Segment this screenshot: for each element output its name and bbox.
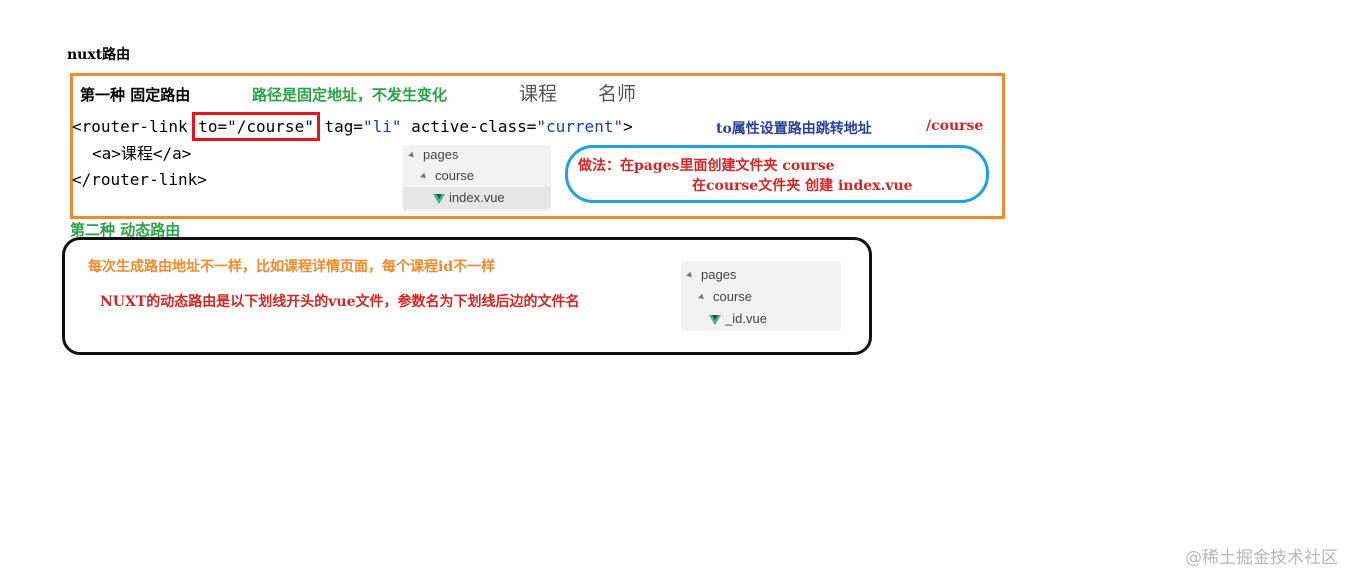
- watermark: @稀土掘金技术社区: [1185, 548, 1338, 568]
- vue-file-icon: [433, 193, 445, 204]
- section1-title: 第一种 固定路由: [80, 86, 191, 104]
- section1-note: 路径是固定地址，不发生变化: [252, 86, 448, 104]
- code-close-bracket: >: [623, 117, 633, 136]
- expand-triangle-icon: [686, 271, 694, 280]
- expand-triangle-icon: [698, 293, 706, 302]
- section2-frame: [62, 237, 872, 355]
- expand-triangle-icon: [408, 151, 416, 160]
- tree-item-index-vue[interactable]: index.vue: [403, 187, 551, 209]
- howto-line-1: 做法：在pages里面创建文件夹 course: [578, 158, 835, 174]
- section2-line-1: 每次生成路由地址不一样，比如课程详情页面，每个课程id不一样: [88, 259, 496, 275]
- code-active-class-value: "current": [536, 117, 624, 136]
- tree-item-pages[interactable]: pages: [408, 147, 458, 162]
- code-open-tag: <router-link: [72, 117, 198, 136]
- section2-line-2: NUXT的动态路由是以下划线开头的vue文件，参数名为下划线后边的文件名: [100, 294, 580, 310]
- code-active-class-name: active-class=: [401, 117, 537, 136]
- to-path-note: /course: [926, 118, 984, 134]
- section2-title: 第二种 动态路由: [70, 221, 181, 239]
- vue-file-icon: [709, 314, 721, 325]
- code-tag-attr-name: tag=: [314, 117, 363, 136]
- tree-item-pages[interactable]: pages: [686, 267, 736, 282]
- page-title: nuxt路由: [67, 47, 131, 63]
- howto-line-2: 在course文件夹 创建 index.vue: [692, 178, 913, 194]
- tree-item-course[interactable]: course: [420, 168, 474, 183]
- nav-item-teacher[interactable]: 名师: [598, 83, 637, 105]
- code-to-attribute: to="/course": [192, 112, 320, 141]
- code-line-router-link-open: <router-link to="/course" tag="li" activ…: [72, 112, 633, 141]
- section1-frame: [70, 73, 1005, 219]
- to-attribute-note: to属性设置路由跳转地址: [716, 121, 872, 137]
- tree-item-course[interactable]: course: [698, 289, 752, 304]
- expand-triangle-icon: [420, 172, 428, 181]
- file-tree-dynamic: pages course _id.vue: [681, 261, 841, 331]
- howto-callout: [565, 145, 989, 203]
- code-line-router-link-close: </router-link>: [72, 170, 207, 189]
- tree-item-id-vue[interactable]: _id.vue: [709, 311, 767, 326]
- file-tree-static: pages course index.vue: [403, 145, 551, 211]
- nav-item-course[interactable]: 课程: [519, 83, 558, 105]
- code-tag-attr-value: "li": [363, 117, 402, 136]
- code-line-anchor: <a>课程</a>: [92, 144, 192, 163]
